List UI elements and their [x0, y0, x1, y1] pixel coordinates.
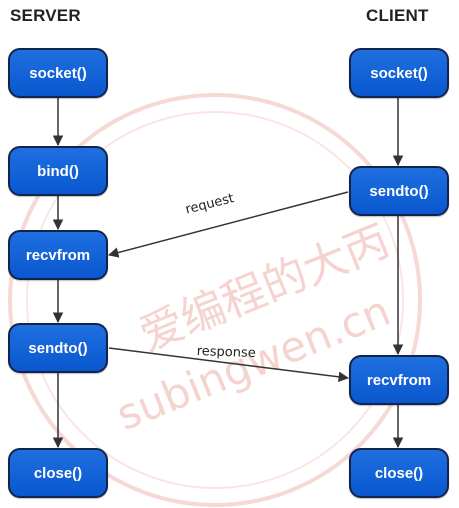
server-title: SERVER	[10, 6, 81, 25]
client-close-node: close()	[349, 448, 449, 498]
server-sendto-node: sendto()	[8, 323, 108, 373]
server-close-node: close()	[8, 448, 108, 498]
arrow-request	[107, 191, 349, 258]
arrow-response	[108, 347, 350, 383]
client-sendto-node: sendto()	[349, 166, 449, 216]
server-socket-node: socket()	[8, 48, 108, 98]
client-socket-node: socket()	[349, 48, 449, 98]
server-bind-node: bind()	[8, 146, 108, 196]
client-title: CLIENT	[366, 6, 429, 25]
response-label: response	[196, 344, 257, 362]
server-recvfrom-node: recvfrom	[8, 230, 108, 280]
client-recvfrom-node: recvfrom	[349, 355, 449, 405]
